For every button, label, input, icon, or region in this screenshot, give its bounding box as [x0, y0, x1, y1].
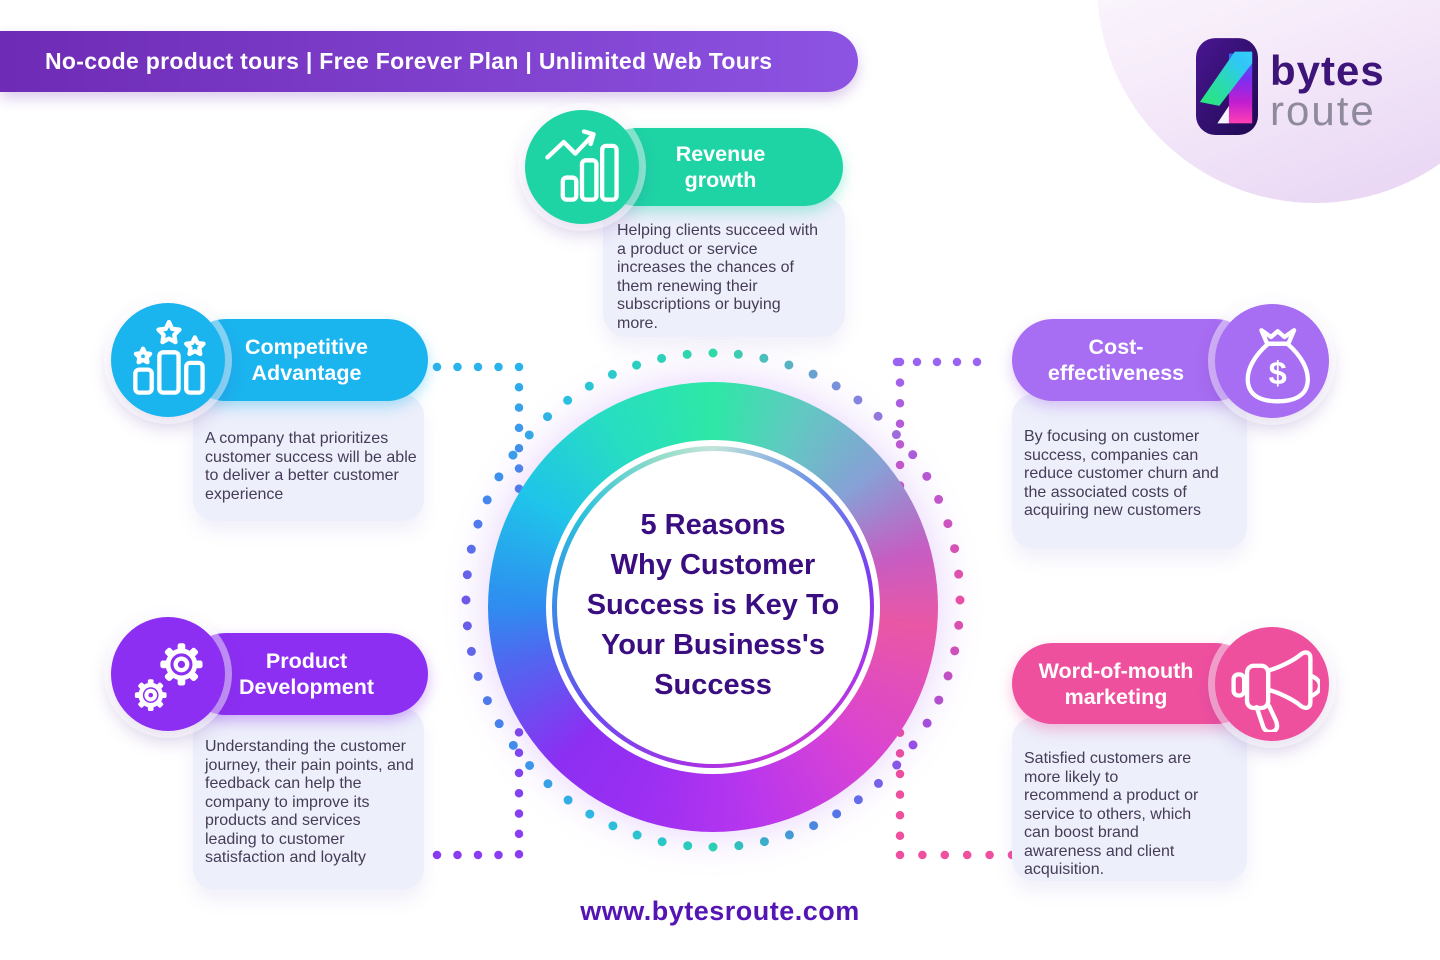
- bytesroute-logo-icon: [1196, 38, 1258, 135]
- revenue-growth-badge: [525, 110, 639, 224]
- megaphone-icon: [1231, 650, 1320, 732]
- card-text: Helping clients succeed with a product o…: [617, 222, 818, 332]
- card-title-line: effectiveness: [1047, 361, 1185, 385]
- card-text: A company that prioritizes customer succ…: [205, 430, 417, 503]
- card-body-competitive-advantage: A company that prioritizes customer succ…: [193, 394, 424, 521]
- promo-banner-text: No-code product tours | Free Forever Pla…: [45, 48, 773, 74]
- card-text: Understanding the customer journey, thei…: [205, 738, 414, 866]
- word-of-mouth-badge: [1215, 627, 1329, 741]
- website-link[interactable]: www.bytesroute.com: [580, 896, 860, 926]
- title-line: 5 Reasons: [640, 509, 786, 541]
- card-title-line: Revenue: [675, 142, 766, 166]
- card-body-revenue-growth: Helping clients succeed with a product o…: [603, 196, 845, 337]
- bar-chart-growth-icon: [545, 129, 619, 202]
- card-body-cost-effectiveness: By focusing on customer success, compani…: [1012, 394, 1247, 549]
- ranking-bars-stars-icon: [133, 319, 206, 395]
- product-development-badge: [111, 617, 225, 731]
- title-line: Your Business's: [601, 629, 825, 661]
- card-title-competitive-advantage: Competitive Advantage: [185, 319, 428, 401]
- card-text: By focusing on customer success, compani…: [1024, 428, 1219, 519]
- card-body-word-of-mouth: Satisfied customers are more likely to r…: [1012, 717, 1247, 881]
- title-line: Success: [654, 669, 772, 701]
- svg-text:$: $: [1269, 354, 1287, 391]
- card-body-product-development: Understanding the customer journey, thei…: [193, 708, 424, 890]
- promo-banner: No-code product tours | Free Forever Pla…: [0, 31, 858, 92]
- card-title-product-development: Product Development: [185, 633, 428, 715]
- card-text: Satisfied customers are more likely to r…: [1024, 750, 1199, 878]
- center-ring: 5 Reasons Why Customer Success is Key To…: [488, 382, 938, 832]
- logo-wordmark-route: route: [1270, 87, 1376, 134]
- cost-effectiveness-badge: $: [1215, 304, 1329, 418]
- infographic-title: 5 Reasons Why Customer Success is Key To…: [563, 505, 863, 705]
- logo-wordmark-bytes: bytes: [1270, 47, 1385, 94]
- card-title-line: Advantage: [251, 361, 362, 385]
- card-title-line: growth: [684, 168, 757, 192]
- card-title-line: Competitive: [244, 335, 369, 359]
- competitive-advantage-badge: [111, 303, 225, 417]
- card-title-line: Development: [238, 675, 374, 699]
- card-title-line: Word-of-mouth: [1038, 658, 1194, 683]
- card-title-line: Product: [265, 649, 348, 673]
- card-title-line: Cost-: [1088, 335, 1144, 359]
- title-line: Why Customer: [610, 549, 816, 581]
- money-bag-icon: $: [1245, 328, 1310, 404]
- title-line: Success is Key To: [586, 589, 840, 621]
- card-title-line: marketing: [1064, 684, 1168, 709]
- gears-icon: [134, 643, 203, 711]
- thin-ring-inner-white: [556, 450, 870, 764]
